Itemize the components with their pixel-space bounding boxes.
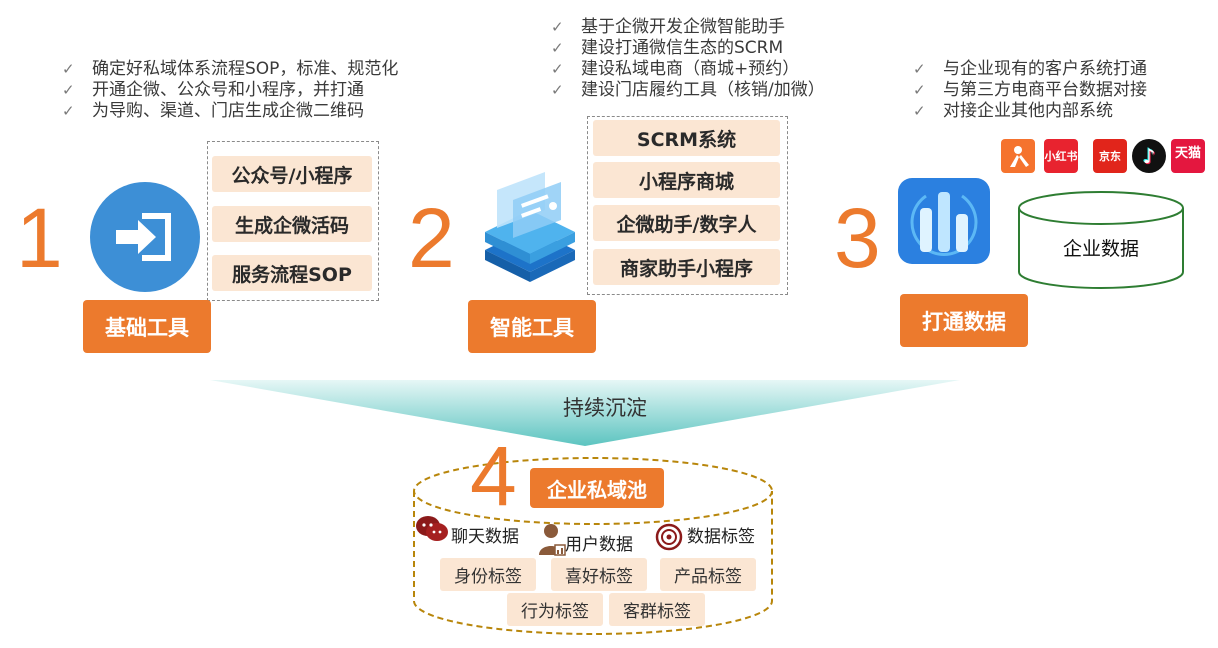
step2-item: SCRM系统 xyxy=(593,120,780,156)
flow-label: 持续沉淀 xyxy=(563,396,647,420)
step1-number: 1 xyxy=(16,191,63,285)
step2-items-box xyxy=(587,116,788,295)
step4-number: 4 xyxy=(470,429,517,523)
step4-title: 企业私域池 xyxy=(530,468,664,508)
pool-tag: 客群标签 xyxy=(609,593,705,626)
step3-bullet: ✓与第三方电商平台数据对接 xyxy=(913,80,1147,100)
douyin-logo: ♪ xyxy=(1132,139,1166,173)
bar-chart-app-icon xyxy=(898,178,990,264)
flow-arrow xyxy=(210,378,960,448)
database-label: 企业数据 xyxy=(1062,238,1139,260)
step1-label: 基础工具 xyxy=(83,300,211,353)
tmall-logo: 天猫 xyxy=(1171,139,1205,173)
jd-logo: 京东 xyxy=(1093,139,1127,173)
server-stack-icon xyxy=(475,160,585,290)
dianping-logo xyxy=(1001,139,1035,173)
step2-bullets: ✓基于企微开发企微智能助手 ✓建设打通微信生态的SCRM ✓建设私域电商（商城+… xyxy=(551,17,825,101)
step1-item: 公众号/小程序 xyxy=(212,156,372,192)
step3-bullet: ✓与企业现有的客户系统打通 xyxy=(913,59,1147,79)
step2-bullet: ✓建设门店履约工具（核销/加微） xyxy=(551,80,825,100)
step1-bullets: ✓确定好私域体系流程SOP，标准、规范化 ✓开通企微、公众号和小程序，并打通 ✓… xyxy=(62,59,398,122)
step2-item: 企微助手/数字人 xyxy=(593,205,780,241)
step3-bullets: ✓与企业现有的客户系统打通 ✓与第三方电商平台数据对接 ✓对接企业其他内部系统 xyxy=(913,59,1147,122)
xiaohongshu-logo: 小红书 xyxy=(1044,139,1078,173)
step1-items-box xyxy=(207,141,379,301)
step2-bullet: ✓基于企微开发企微智能助手 xyxy=(551,17,785,37)
channel-label: 聊天数据 xyxy=(451,527,519,547)
chat-bubbles-icon xyxy=(415,514,449,544)
pool-tag: 产品标签 xyxy=(660,558,756,591)
step3-number: 3 xyxy=(834,191,881,285)
step2-label: 智能工具 xyxy=(468,300,596,353)
channel-label: 数据标签 xyxy=(687,527,755,547)
step3-bullet: ✓对接企业其他内部系统 xyxy=(913,101,1113,121)
step1-item: 服务流程SOP xyxy=(212,255,372,291)
step2-item: 商家助手小程序 xyxy=(593,249,780,285)
login-arrow-icon xyxy=(90,182,200,292)
user-data-icon xyxy=(539,523,567,557)
step2-bullet: ✓建设私域电商（商城+预约） xyxy=(551,59,800,79)
pool-tag: 身份标签 xyxy=(440,558,536,591)
step3-label: 打通数据 xyxy=(900,294,1028,347)
data-tag-icon xyxy=(654,522,684,552)
pool-tag: 行为标签 xyxy=(507,593,603,626)
step1-bullet: ✓开通企微、公众号和小程序，并打通 xyxy=(62,80,364,100)
step1-item: 生成企微活码 xyxy=(212,206,372,242)
channel-label: 用户数据 xyxy=(565,535,633,555)
pool-tag: 喜好标签 xyxy=(551,558,647,591)
step2-number: 2 xyxy=(408,191,455,285)
step1-bullet: ✓为导购、渠道、门店生成企微二维码 xyxy=(62,101,364,121)
step2-bullet: ✓建设打通微信生态的SCRM xyxy=(551,38,784,58)
enterprise-database: 企业数据 xyxy=(1017,190,1185,290)
step1-bullet: ✓确定好私域体系流程SOP，标准、规范化 xyxy=(62,59,399,79)
step2-item: 小程序商城 xyxy=(593,162,780,198)
